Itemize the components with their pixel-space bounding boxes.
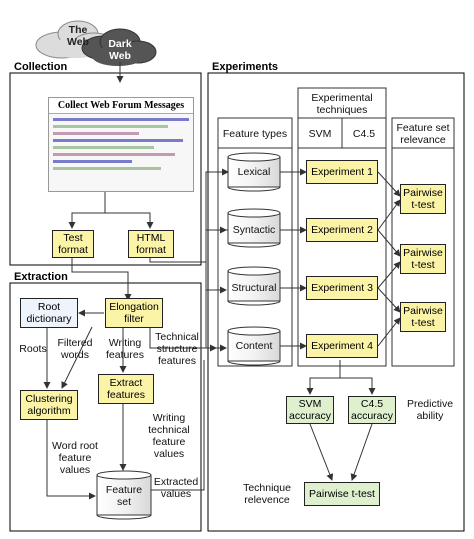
experiment-2-box: Experiment 2: [306, 218, 378, 242]
experiments-panel: [207, 72, 465, 532]
extraction-title: Extraction: [14, 271, 68, 283]
forum-line: [53, 146, 154, 149]
dark-web-label: Dark Web: [108, 38, 132, 62]
feature-set-cylinder: [96, 470, 152, 520]
pairwise-test-3: Pairwise t-test: [400, 302, 446, 332]
forum-line: [53, 139, 183, 142]
pairwise-test-2: Pairwise t-test: [400, 244, 446, 274]
c45-accuracy-box: C4.5 accuracy: [348, 396, 396, 424]
feature-structural: Structural: [231, 282, 277, 294]
extracted-values-label: Extracted values: [153, 476, 199, 500]
forum-screenshot: Collect Web Forum Messages: [48, 97, 194, 192]
pairwise-final-box: Pairwise t-test: [304, 482, 380, 506]
forum-line: [53, 125, 169, 128]
content-cylinder: [227, 326, 281, 366]
feature-types-header: Feature types: [222, 128, 288, 140]
dark-web-cloud: [81, 28, 157, 66]
feature-content: Content: [235, 340, 273, 352]
feature-syntactic: Syntactic: [232, 224, 276, 236]
technical-structure-features-label: Technical structure features: [155, 331, 199, 367]
collection-title: Collection: [14, 61, 68, 73]
experiment-4-box: Experiment 4: [306, 334, 378, 358]
test-format-box: Test format: [52, 230, 94, 258]
technique-relevence-label: Technique relevence: [243, 482, 291, 506]
extraction-panel: [9, 282, 202, 532]
svm-header: SVM: [308, 128, 332, 140]
forum-line: [53, 160, 133, 163]
forum-screenshot-title: Collect Web Forum Messages: [49, 98, 193, 114]
forum-line: [53, 153, 176, 156]
clustering-algorithm-box: Clustering algorithm: [20, 390, 78, 420]
structural-cylinder: [227, 266, 281, 306]
extract-features-box: Extract features: [98, 374, 154, 404]
experiments-title: Experiments: [212, 61, 279, 73]
collection-panel: [9, 72, 202, 266]
experimental-techniques-header: Experimental techniques: [311, 92, 373, 116]
word-root-feature-values-label: Word root feature values: [52, 440, 98, 476]
the-web-label: The Web: [67, 24, 89, 48]
roots-label: Roots: [19, 343, 47, 355]
forum-line: [53, 132, 140, 135]
feature-set-label: Feature set: [105, 484, 143, 508]
elongation-filter-box: Elongation filter: [105, 298, 163, 328]
svm-accuracy-box: SVM accuracy: [286, 396, 334, 424]
writing-features-label: Writing features: [106, 337, 144, 361]
forum-line: [53, 167, 161, 170]
experiment-3-box: Experiment 3: [306, 276, 378, 300]
filtered-words-label: Filtered words: [57, 337, 93, 361]
pairwise-test-1: Pairwise t-test: [400, 184, 446, 214]
feature-lexical: Lexical: [237, 166, 271, 178]
syntactic-cylinder: [227, 208, 281, 248]
feature-set-relevance-header: Feature set relevance: [396, 122, 450, 146]
html-format-box: HTML format: [128, 230, 174, 258]
experiment-1-box: Experiment 1: [306, 160, 378, 184]
predictive-ability-label: Predictive ability: [406, 398, 454, 422]
c45-header: C4.5: [352, 128, 376, 140]
writing-technical-feature-values-label: Writing technical feature values: [148, 412, 190, 460]
forum-line: [53, 118, 189, 121]
root-dictionary-box: Root dictionary: [20, 298, 78, 328]
